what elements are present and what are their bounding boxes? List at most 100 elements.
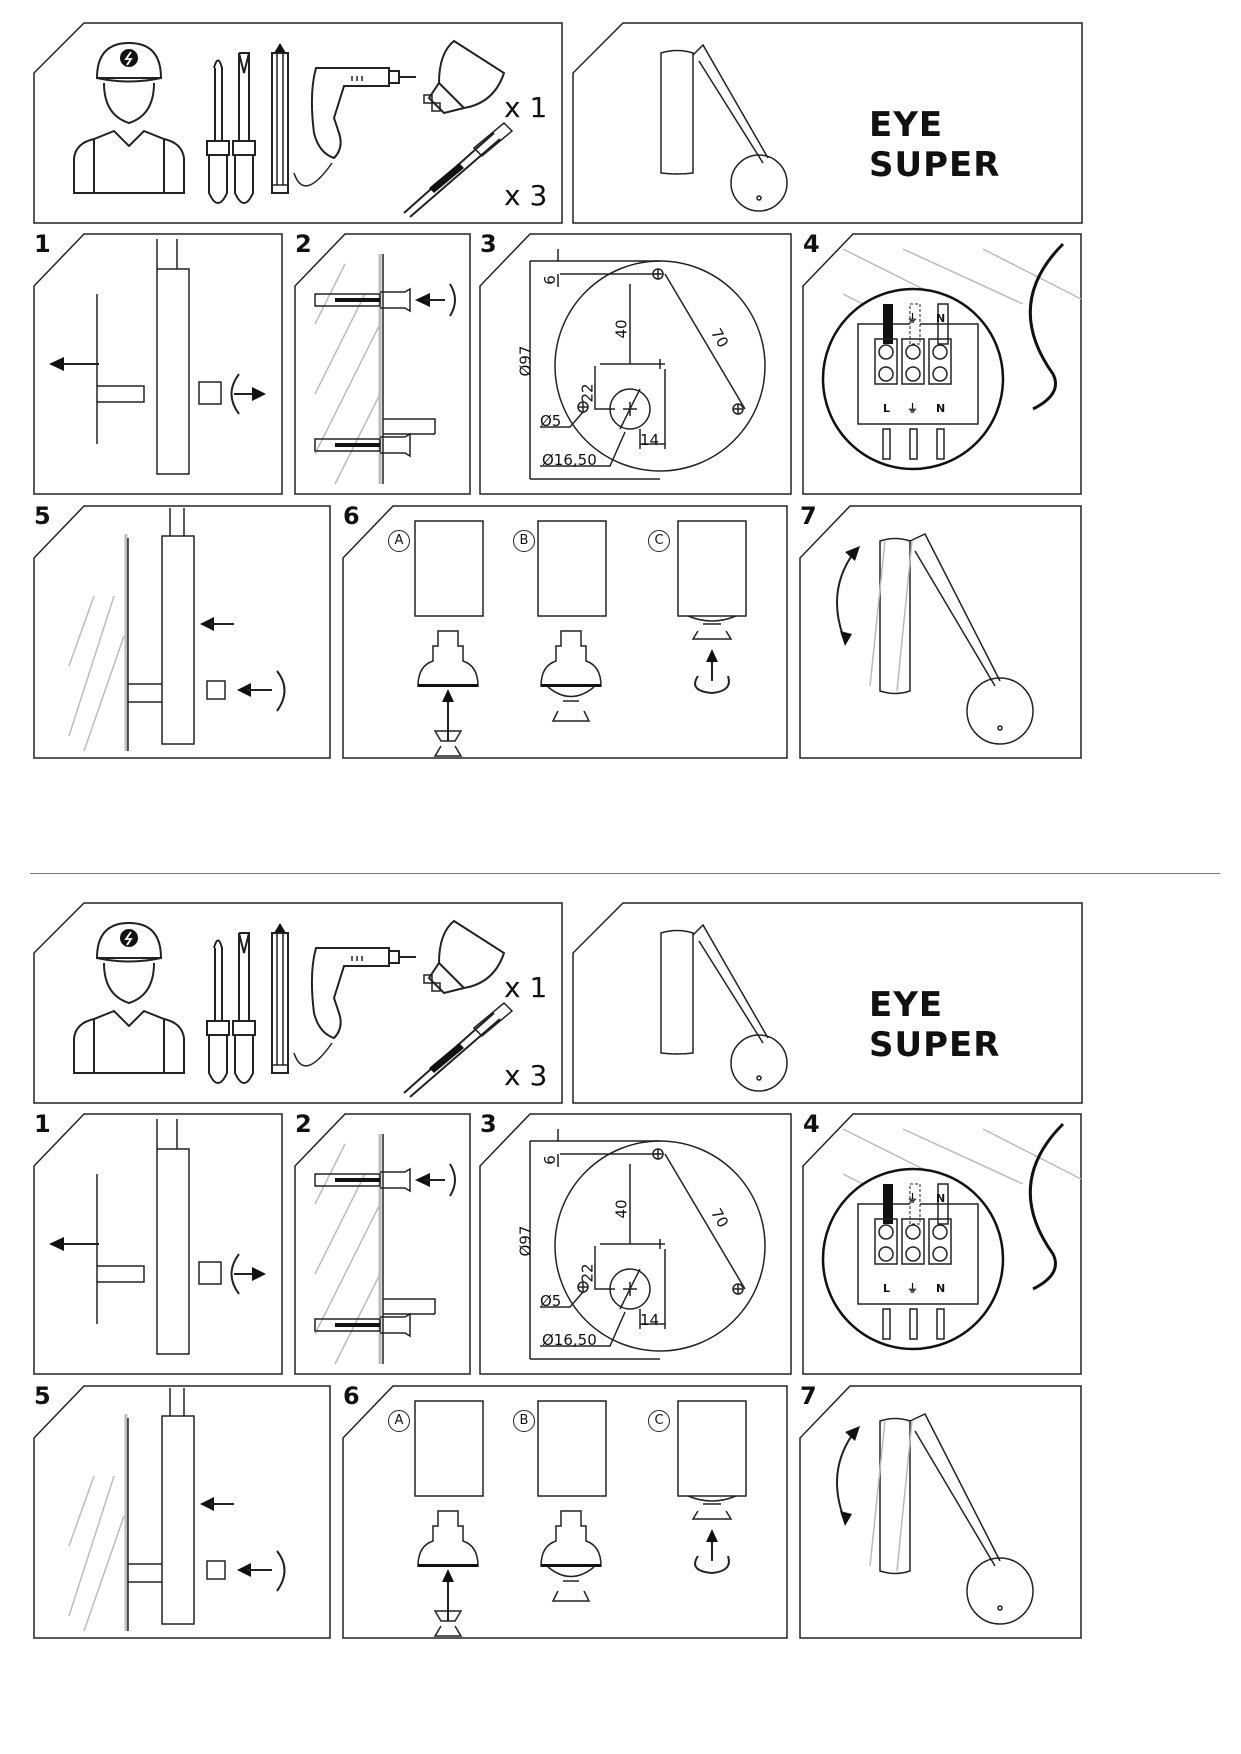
dim-vertical-spacing: 40 [612, 1199, 631, 1219]
product-title: EYE SUPER [869, 985, 1001, 1065]
option-b-bulb-holder [537, 1400, 607, 1602]
option-c-badge: C [648, 1410, 670, 1432]
cable-icon [1028, 242, 1065, 411]
dim-cable-hole: Ø16,50 [542, 1331, 597, 1349]
terminal-block-icon [857, 1183, 979, 1340]
step-2-panel: 2 [294, 230, 471, 495]
step-number: 4 [803, 1110, 820, 1138]
dim-horizontal-offset: 14 [640, 1311, 660, 1329]
dim-cable-hole: Ø16,50 [542, 451, 597, 469]
step-7-panel: 7 [799, 502, 1082, 759]
step-7-panel: 7 [799, 1382, 1082, 1639]
step-3-panel: 6 40 70 Ø97 22 Ø5 14 Ø16,50 3 [479, 1110, 792, 1375]
step-number: 7 [800, 1382, 817, 1410]
wall-plug-screw-icon [314, 287, 411, 458]
terminal-block-icon [857, 303, 979, 460]
dim-top-offset: 6 [540, 1155, 559, 1165]
step-1-panel: 1 [33, 1110, 283, 1375]
dim-hole-diameter: Ø5 [540, 1292, 562, 1310]
step-number: 1 [34, 1110, 51, 1138]
terminal-label-earth-bottom: ⏚ [907, 402, 918, 415]
terminal-label-live-top: L [883, 312, 891, 325]
lamp-illustration-icon [660, 923, 788, 1092]
option-c-badge: C [648, 530, 670, 552]
dim-center-offset: 22 [578, 383, 597, 403]
tools-panel: x 1 x 3 [33, 22, 563, 224]
step-5-panel: 5 [33, 1382, 331, 1639]
step-6-panel: A B C 6 [342, 502, 788, 759]
step-number: 3 [480, 1110, 497, 1138]
step-4-panel: L ⏚ N L ⏚ N 4 [802, 1110, 1082, 1375]
step-1-panel: 1 [33, 230, 283, 495]
terminal-label-neutral-bottom: N [936, 402, 946, 415]
step-number: 5 [34, 1382, 51, 1410]
step-3-panel: 6 40 70 Ø97 22 Ø5 14 Ø16,50 3 [479, 230, 792, 495]
wall-plug-screw-icon [403, 121, 514, 218]
phillips-screwdriver-icon [206, 939, 230, 1084]
bulb-quantity: x 1 [504, 91, 548, 124]
gu10-bulb-icon [423, 39, 506, 115]
terminal-label-live-bottom: L [883, 402, 891, 415]
step-number: 3 [480, 230, 497, 258]
electrician-icon [73, 41, 185, 194]
pencil-icon [271, 43, 289, 194]
product-title: EYE SUPER [869, 105, 1001, 185]
option-b-badge: B [513, 1410, 535, 1432]
electrician-icon [73, 921, 185, 1074]
product-panel: EYE SUPER [572, 22, 1083, 224]
flat-screwdriver-icon [232, 932, 256, 1084]
wall-plug-quantity: x 3 [504, 179, 548, 212]
lamp-illustration-icon [660, 43, 788, 212]
dim-vertical-spacing: 40 [612, 319, 631, 339]
product-panel: EYE SUPER [572, 902, 1083, 1104]
wall-plug-screw-icon [403, 1001, 514, 1098]
option-a-badge: A [388, 1410, 410, 1432]
mounting-template-diagram [529, 249, 766, 480]
dim-horizontal-offset: 14 [640, 431, 660, 449]
sheet-divider [30, 873, 1220, 874]
terminal-label-neutral-bottom: N [936, 1282, 946, 1295]
option-b-bulb-holder [537, 520, 607, 722]
step-number: 6 [343, 502, 360, 530]
step-4-panel: L ⏚ N L ⏚ N 4 [802, 230, 1082, 495]
step-number: 2 [295, 1110, 312, 1138]
step-number: 4 [803, 230, 820, 258]
wall-plug-screw-icon [314, 1167, 411, 1338]
step-number: 6 [343, 1382, 360, 1410]
step-number: 7 [800, 502, 817, 530]
step-number: 1 [34, 230, 51, 258]
cable-icon [1028, 1122, 1065, 1291]
instruction-sheet-top: x 1 x 3 EYE SUPER 1 [0, 0, 1241, 780]
instruction-sheet-bottom: x 1 x 3 EYE SUPER 1 [0, 880, 1241, 1660]
option-a-badge: A [388, 530, 410, 552]
option-b-badge: B [513, 530, 535, 552]
terminal-label-earth-top: ⏚ [907, 312, 918, 325]
terminal-label-neutral-top: N [936, 1192, 946, 1205]
dim-center-offset: 22 [578, 1263, 597, 1283]
bulb-quantity: x 1 [504, 971, 548, 1004]
option-c-twist-lock [677, 1400, 747, 1575]
dim-diameter: Ø97 [516, 1225, 535, 1257]
phillips-screwdriver-icon [206, 59, 230, 204]
wall-plug-quantity: x 3 [504, 1059, 548, 1092]
terminal-label-earth-bottom: ⏚ [907, 1282, 918, 1295]
step-number: 2 [295, 230, 312, 258]
drill-icon [293, 947, 416, 1067]
option-c-twist-lock [677, 520, 747, 695]
terminal-label-neutral-top: N [936, 312, 946, 325]
step-2-panel: 2 [294, 1110, 471, 1375]
option-a-bulb-insert [414, 520, 484, 757]
terminal-label-live-top: L [883, 1192, 891, 1205]
dim-hole-diameter: Ø5 [540, 412, 562, 430]
mounting-template-diagram [529, 1129, 766, 1360]
drill-icon [293, 67, 416, 187]
step-5-panel: 5 [33, 502, 331, 759]
step-number: 5 [34, 502, 51, 530]
pencil-icon [271, 923, 289, 1074]
dim-top-offset: 6 [540, 275, 559, 285]
tools-panel: x 1 x 3 [33, 902, 563, 1104]
option-a-bulb-insert [414, 1400, 484, 1637]
step-6-panel: A B C 6 [342, 1382, 788, 1639]
gu10-bulb-icon [423, 919, 506, 995]
flat-screwdriver-icon [232, 52, 256, 204]
